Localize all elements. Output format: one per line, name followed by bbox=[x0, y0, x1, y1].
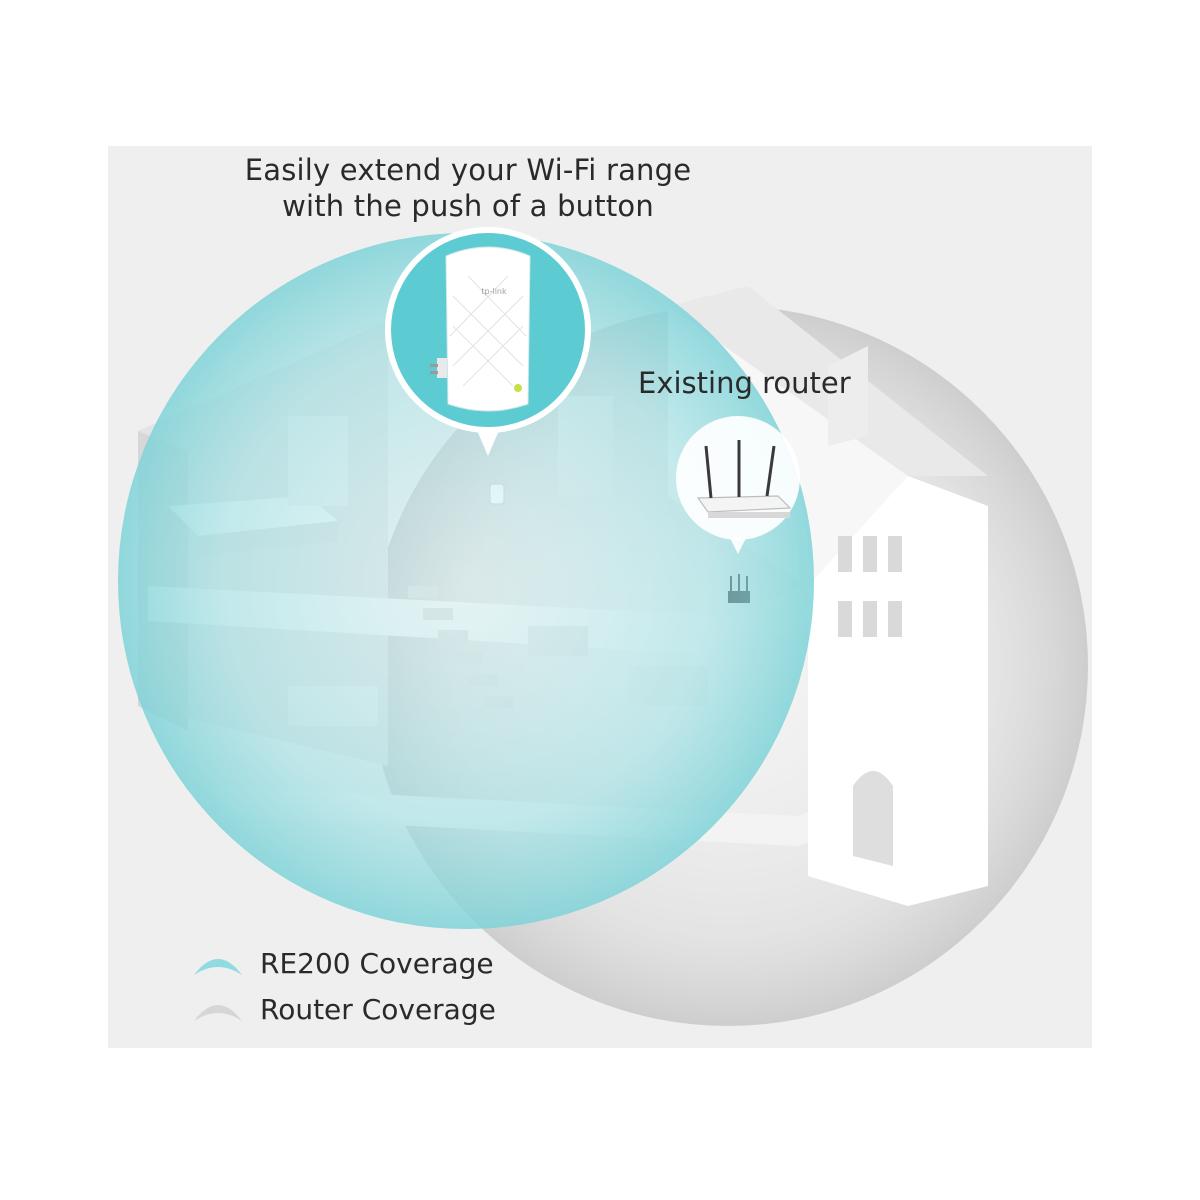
extender-coverage-area bbox=[118, 233, 814, 929]
router-callout bbox=[676, 416, 800, 554]
legend-item-extender: RE200 Coverage bbox=[192, 940, 496, 986]
headline: Easily extend your Wi-Fi range with the … bbox=[228, 152, 708, 224]
legend-label-extender: RE200 Coverage bbox=[260, 946, 494, 980]
grey-arc-icon bbox=[194, 1005, 242, 1021]
extender-brand-text: tp-link bbox=[481, 287, 507, 296]
router-label: Existing router bbox=[638, 366, 851, 400]
legend-item-router: Router Coverage bbox=[192, 986, 496, 1032]
extender-device-icon: tp-link bbox=[430, 246, 531, 412]
product-feature-panel: tp-link Easily extend your Wi-Fi range w… bbox=[108, 146, 1092, 1048]
router-icon bbox=[696, 440, 792, 518]
headline-line-2: with the push of a button bbox=[282, 189, 654, 223]
legend-label-router: Router Coverage bbox=[260, 992, 496, 1026]
coverage-legend: RE200 Coverage Router Coverage bbox=[192, 940, 496, 1032]
headline-line-1: Easily extend your Wi-Fi range bbox=[244, 153, 692, 187]
extender-callout: tp-link bbox=[385, 227, 591, 456]
coverage-scene: tp-link bbox=[118, 227, 1088, 1026]
teal-arc-icon bbox=[194, 959, 242, 975]
